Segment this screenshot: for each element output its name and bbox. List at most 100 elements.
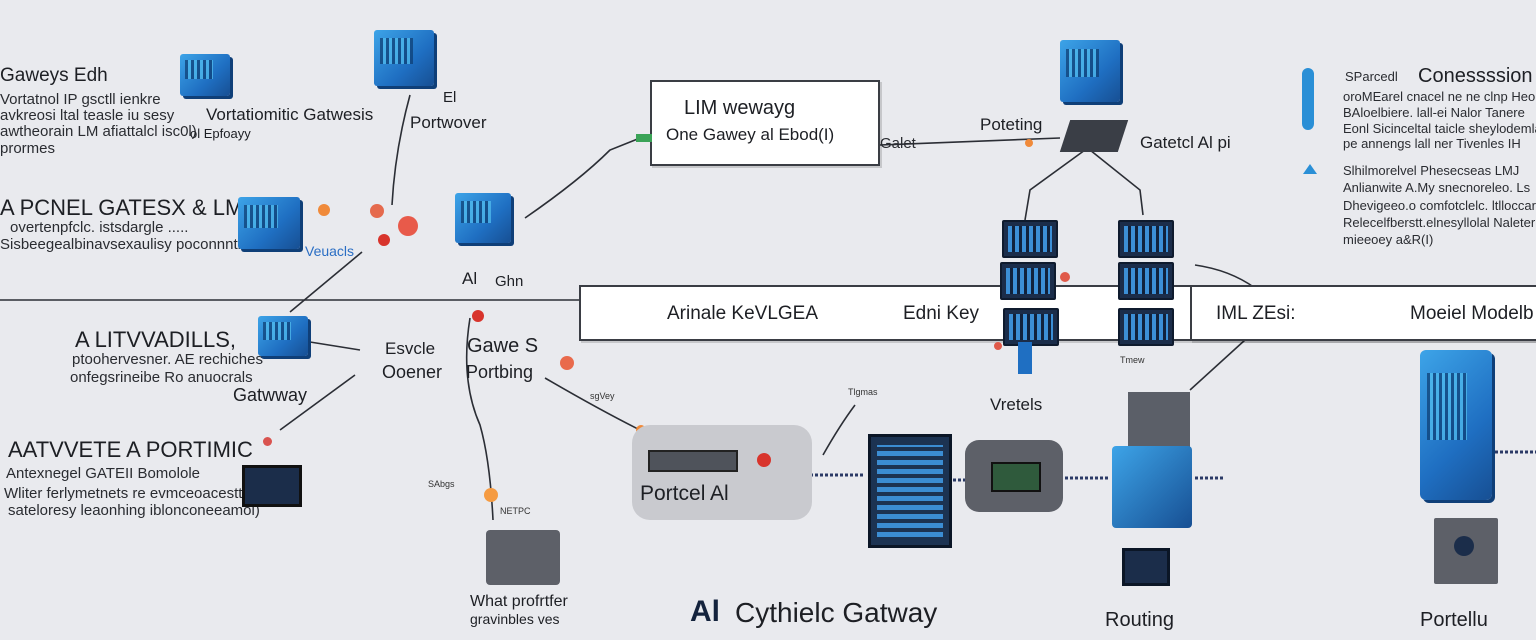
block1-line: prormes — [0, 140, 56, 157]
label-gateways: Vortatiomitic Gatwesis — [206, 105, 374, 124]
phone-icon — [868, 434, 952, 548]
label-porthing: Portbing — [466, 362, 534, 382]
device-icon — [486, 530, 560, 585]
device-icon — [1434, 518, 1498, 584]
label-el: El — [443, 89, 457, 106]
screen-icon — [991, 462, 1041, 492]
far-right-bullet: Anlianwite A.My snecnoreleo. Ls — [1343, 180, 1531, 195]
triangle-icon — [1303, 164, 1317, 174]
block4-line: Antexnegel GATEII Bomolole — [6, 465, 200, 482]
block2-title: A PCNEL GATESX & LM — [0, 195, 244, 220]
connector-tab-icon — [636, 134, 652, 142]
monitor-icon — [1122, 548, 1170, 586]
node-dot-icon — [1060, 272, 1070, 282]
block3-line: onfegsrineibe Ro anuocrals — [70, 369, 253, 386]
label-netpc: NETPC — [500, 506, 531, 516]
label-gateticl: Gatetcl Al pi — [1140, 133, 1231, 152]
label-esvcle: Esvcle — [385, 339, 436, 358]
node-dot-icon — [263, 437, 272, 446]
far-right-title: Conessssion — [1418, 65, 1533, 87]
node-dot-icon — [1025, 139, 1033, 147]
label-gravinoles: gravinbles ves — [470, 611, 560, 627]
block1-title: Gaweys Edh — [0, 65, 108, 86]
label-tigmas: Tlgmas — [848, 387, 878, 397]
bottom-title: Cythielc Gatway — [735, 597, 938, 628]
far-right-bullet: Slhilmorelvel Phesecseas LMJ — [1343, 163, 1520, 178]
far-right-prefix: SParcedl — [1345, 69, 1398, 84]
server-icon — [1118, 308, 1174, 346]
label-what: What profrtfer — [470, 593, 568, 610]
label-ghn: Ghn — [495, 273, 524, 290]
block1-line: awtheorain LM afiattalcl isc0l) — [0, 123, 197, 140]
block1-line: avkreosi ltal teasle iu sesy — [0, 107, 175, 124]
node-dot-icon — [757, 453, 771, 467]
block2-line: Sisbeegealbinavsexaulisy poconnnti..L — [0, 236, 258, 253]
label-opener: Ooener — [382, 362, 443, 382]
far-right-bullet: pe annengs lall ner Tivenles IH — [1343, 136, 1521, 151]
far-right-bullet: mieeoey a&R(I) — [1343, 232, 1434, 247]
far-right-bullet: Relecelfberstt.elnesyllolal Naleter — [1343, 215, 1536, 230]
gateway-cube-icon — [180, 54, 230, 96]
gateway-cube-icon — [374, 30, 434, 86]
node-dot-icon — [370, 204, 384, 218]
gateway-cube-icon — [1060, 40, 1120, 102]
label-sabgs: SAbgs — [428, 479, 455, 489]
block4-line: Wliter ferlymetnets re evmceoacesttom — [4, 485, 264, 502]
label-tmew: Tmew — [1120, 355, 1145, 365]
device-icon — [965, 440, 1063, 512]
label-routing: Routing — [1105, 609, 1174, 631]
right-box-right: Moeiel Modelb — [1410, 303, 1534, 324]
node-dot-icon — [994, 342, 1002, 350]
gateway-cube-icon — [455, 193, 511, 243]
label-vretels: Vretels — [990, 395, 1043, 414]
server-icon — [1003, 308, 1059, 346]
block2-line: overtenpfclc. istsdargle ..... — [10, 219, 189, 236]
far-right-bullet: Eonl Sicinceltal taicle sheylodemlar — [1343, 121, 1536, 136]
far-right-bullet: Dhevigeeo.o comfotclelc. ltlloccarc — [1343, 198, 1536, 213]
bottom-title-prefix: Al — [690, 595, 720, 628]
gateway-cube-icon — [238, 197, 300, 249]
block1-aside: ol Epfoayy — [190, 126, 251, 141]
node-dot-icon — [318, 204, 330, 216]
antenna-icon — [1018, 342, 1032, 374]
block4-line: sateloresy leaonhing iblonconeeamol) — [8, 502, 260, 519]
block3-label: Gatwway — [233, 385, 308, 405]
label-galet: Galet — [880, 135, 916, 152]
mid-box-left: Arinale KeVLGEA — [667, 303, 819, 324]
label-ai: Al — [462, 269, 478, 288]
stacked-gateway-icon — [1420, 350, 1492, 500]
top-box-line1: LIM wewayg — [684, 97, 796, 119]
node-dot-icon — [472, 310, 484, 322]
block3-line: ptoohervesner. AE rechiches — [72, 351, 263, 368]
label-gaves: Gawe S — [467, 335, 539, 357]
indicator-icon — [1454, 536, 1474, 556]
label-portellu: Portellu — [1420, 609, 1488, 631]
monitor-icon — [242, 465, 302, 507]
block3-title: A LITVVADILLS, — [75, 327, 237, 352]
device-icon — [1128, 392, 1190, 452]
server-icon — [1000, 262, 1056, 300]
label-poteting: Poteting — [980, 115, 1043, 134]
gateway-cube-icon — [258, 316, 308, 356]
server-icon — [1002, 220, 1058, 258]
person-icon — [1302, 68, 1314, 130]
top-box: LIM wewayg One Gawey al Ebod(I) — [650, 80, 880, 166]
screen-icon — [877, 445, 943, 537]
right-box: IML ZEsi: Moeiel Modelb — [1190, 285, 1536, 341]
block2-aside: Veuacls — [305, 243, 355, 259]
label-port: Portwover — [410, 113, 487, 132]
right-box-left: IML ZEsi: — [1216, 303, 1296, 324]
node-dot-icon — [398, 216, 418, 236]
server-icon — [1118, 220, 1174, 258]
far-right-bullet: oroMEarel cnacel ne ne clnp Heo — [1343, 89, 1536, 104]
server-icon — [1118, 262, 1174, 300]
device-icon — [648, 450, 738, 472]
node-dot-icon — [484, 488, 498, 502]
switch-icon — [1059, 120, 1129, 152]
far-right-bullet: BAloelbiere. lall-ei Nalor Tanere — [1343, 105, 1525, 120]
node-dot-icon — [378, 234, 390, 246]
block1-line: Vortatnol IP gsctll ienkre — [0, 91, 161, 108]
block4-title: AATVVETE A PORTIMIC — [8, 437, 253, 462]
top-box-line2: One Gawey al Ebod(I) — [666, 125, 835, 144]
